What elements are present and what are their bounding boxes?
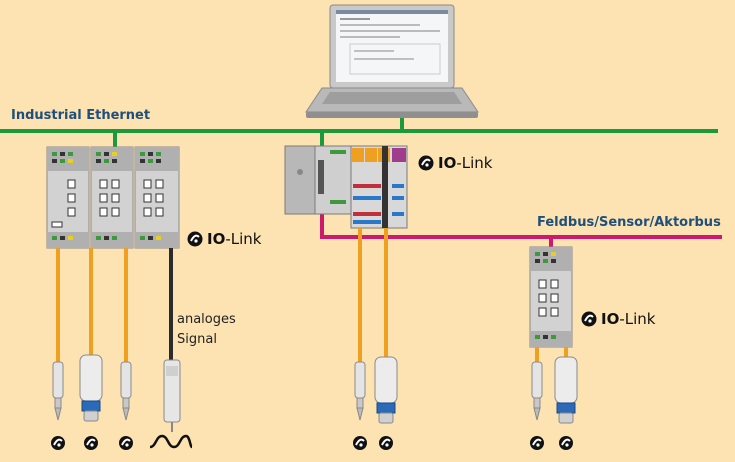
io-link-cables [56,228,568,362]
io-link-icon [530,436,544,450]
io-link-logo-right: IO-Link [581,310,655,328]
sensor-icon [52,361,64,421]
io-link-icon [379,436,393,450]
io-link-icon [51,436,65,450]
io-link-icon [559,436,573,450]
sensor-icon [531,361,543,421]
io-link-icon [119,436,133,450]
analog-signal-label: analoges Signal [177,310,236,350]
io-link-icon [353,436,367,450]
io-link-icon [84,436,98,450]
fieldbus-line [320,214,722,239]
terminal-block [350,145,408,229]
fieldbus-label: Feldbus/Sensor/Aktorbus [537,215,721,230]
analog-signal-line1: analoges [177,312,236,327]
io-link-icon [418,155,434,171]
sine-wave-icon [149,434,193,449]
sensor-icon [120,361,132,421]
sensor-icon [354,361,366,421]
io-module-left-2 [90,146,134,249]
sensor-icon [79,354,103,422]
io-module-left-3 [134,146,180,249]
io-module-left-1 [46,146,90,249]
laptop-icon [305,4,479,118]
analog-signal-line2: Signal [177,332,217,347]
io-link-logo-middle: IO-Link [418,154,492,172]
industrial-ethernet-label: Industrial Ethernet [11,108,151,123]
io-link-brand-rest: -Link [456,154,493,172]
io-link-icon [581,311,597,327]
io-link-brand-rest: -Link [619,310,656,328]
io-link-logo-left: IO-Link [187,230,261,248]
sensor-icon [554,356,578,424]
io-link-brand-bold: IO [207,230,226,248]
io-link-brand-bold: IO [601,310,620,328]
controller-unit [284,145,352,215]
io-link-brand-rest: -Link [225,230,262,248]
io-link-brand-bold: IO [438,154,457,172]
io-module-right [529,246,573,348]
io-link-icon [187,231,203,247]
sensor-icon [374,356,398,424]
analog-sensor-icon [163,359,181,432]
